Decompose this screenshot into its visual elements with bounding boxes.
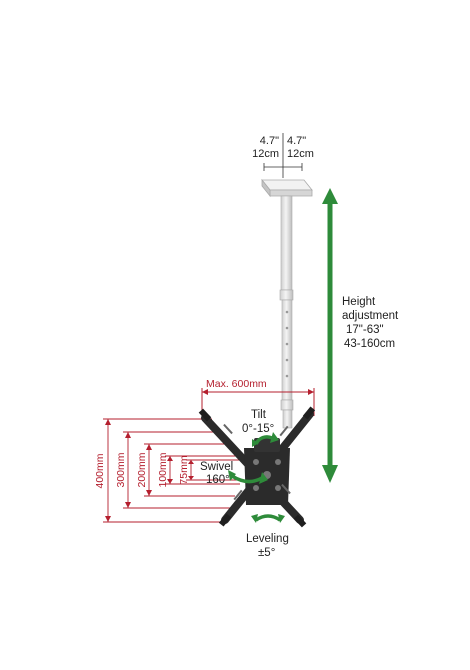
max-width-dimension <box>201 388 315 416</box>
vesa-dimension-arrowheads <box>105 419 194 522</box>
vesa-dimension-lines <box>103 418 240 523</box>
leveling-label: Leveling <box>246 533 289 545</box>
leveling-arrow <box>251 514 285 523</box>
vesa-height-200: 200mm <box>136 452 148 487</box>
tilt-range: 0°-15° <box>242 423 274 435</box>
height-label: Height <box>342 296 376 308</box>
tilt-label: Tilt <box>251 409 267 421</box>
swivel-range: 160° <box>206 474 230 486</box>
height-adjustment-label: adjustment <box>342 310 399 322</box>
vesa-height-300: 300mm <box>115 452 127 487</box>
tilt-arrow <box>252 432 279 447</box>
vesa-height-100: 100mm <box>157 452 169 487</box>
leveling-range: ±5° <box>258 547 275 559</box>
top-width-dimension: 4.7" 12cm 4.7" 12cm <box>252 133 314 178</box>
telescopic-pole <box>279 195 294 429</box>
swivel-arrow <box>228 470 268 484</box>
left-width-inches: 4.7" <box>260 135 279 147</box>
max-width-label: Max. 600mm <box>206 378 267 390</box>
swivel-label: Swivel <box>200 461 233 473</box>
height-range-cm: 43-160cm <box>344 338 395 350</box>
height-adjustment-arrow <box>322 188 338 483</box>
mount-bracket <box>198 406 316 528</box>
left-width-cm: 12cm <box>252 148 279 160</box>
vesa-height-75: 75mm <box>178 455 190 484</box>
right-width-inches: 4.7" <box>287 135 306 147</box>
height-range-inches: 17"-63" <box>346 324 384 336</box>
vesa-height-400: 400mm <box>94 453 106 488</box>
right-width-cm: 12cm <box>287 148 314 160</box>
ceiling-plate <box>261 178 313 198</box>
